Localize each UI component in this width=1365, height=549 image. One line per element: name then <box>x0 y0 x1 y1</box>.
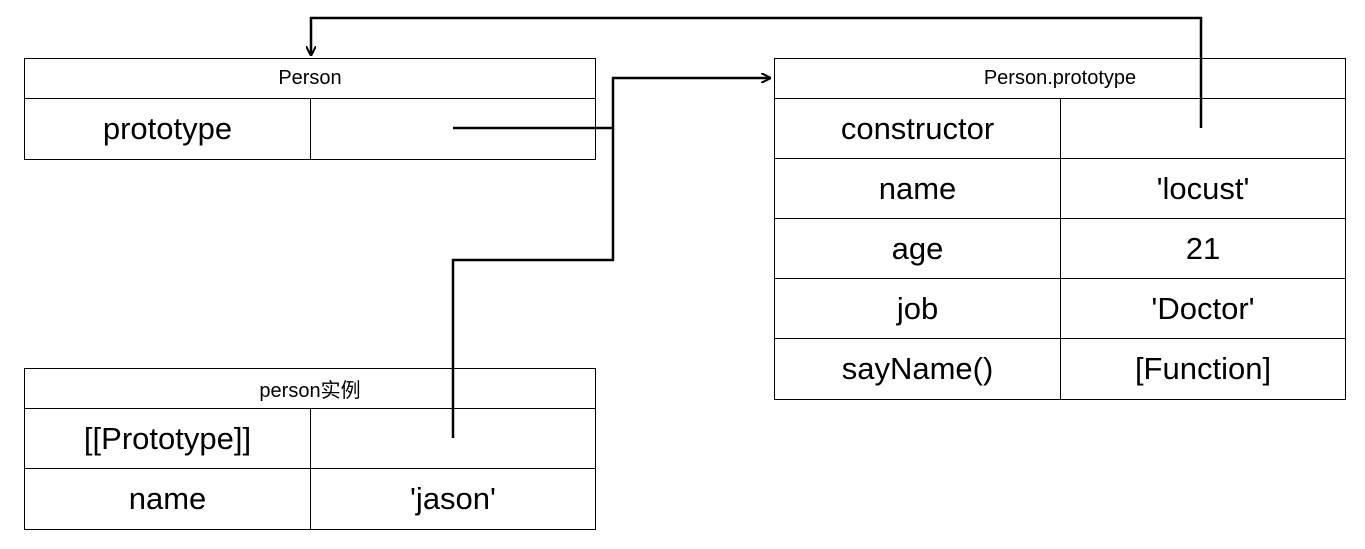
instance-row-prototype: [[Prototype]] <box>25 409 595 469</box>
person-box: Person prototype <box>24 58 596 160</box>
prototype-row-age: age 21 <box>775 219 1345 279</box>
prototype-row-constructor: constructor <box>775 99 1345 159</box>
prototype-name-value: 'locust' <box>1156 170 1250 206</box>
person-instance-box-title: person实例 <box>25 369 595 409</box>
person-prototype-value <box>311 99 595 159</box>
instance-prototype-key: [[Prototype]] <box>25 409 311 468</box>
prototype-constructor-key: constructor <box>775 99 1061 158</box>
person-instance-box: person实例 [[Prototype]] name 'jason' <box>24 368 596 530</box>
prototype-constructor-value <box>1061 99 1345 158</box>
person-prototype-key: prototype <box>25 99 311 159</box>
instance-name-key: name <box>25 469 311 529</box>
prototype-row-name: name 'locust' <box>775 159 1345 219</box>
person-prototype-box-title: Person.prototype <box>775 59 1345 99</box>
prototype-sayname-value: [Function] <box>1134 351 1272 386</box>
instance-name-value: 'jason' <box>410 481 496 516</box>
prototype-sayname-key: sayName() <box>775 339 1061 399</box>
prototype-age-key: age <box>775 219 1061 278</box>
person-box-title: Person <box>25 59 595 99</box>
prototype-age-value: 21 <box>1185 230 1221 266</box>
prototype-row-sayname: sayName() [Function] <box>775 339 1345 399</box>
prototype-job-key: job <box>775 279 1061 338</box>
person-row-prototype: prototype <box>25 99 595 159</box>
instance-row-name: name 'jason' <box>25 469 595 529</box>
prototype-job-value: 'Doctor' <box>1151 290 1255 326</box>
person-prototype-box: Person.prototype constructor name 'locus… <box>774 58 1346 400</box>
instance-prototype-value <box>311 409 595 468</box>
prototype-row-job: job 'Doctor' <box>775 279 1345 339</box>
prototype-name-key: name <box>775 159 1061 218</box>
